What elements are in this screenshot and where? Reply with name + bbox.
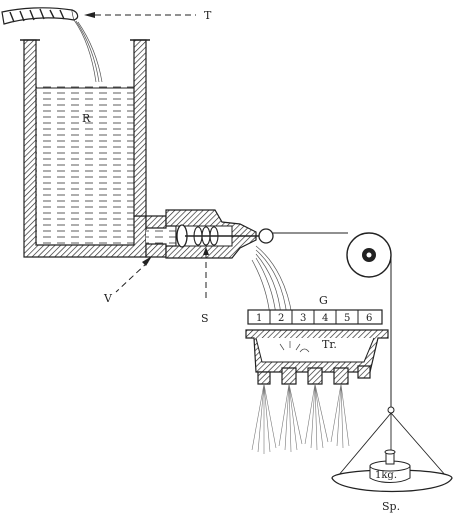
valve-disk — [176, 224, 262, 248]
label-scale-pan: Sp. — [382, 500, 400, 513]
splash — [279, 341, 310, 353]
gauge-scale: 1 2 3 4 5 6 — [247, 309, 383, 325]
inflow-stream — [73, 19, 103, 83]
spring — [193, 226, 219, 246]
tap-arrow — [84, 12, 95, 18]
outlet-pipe — [145, 209, 257, 259]
tap-hose — [1, 7, 79, 25]
reservoir — [20, 39, 150, 258]
pulley — [346, 232, 392, 408]
label-valve: V — [103, 292, 113, 305]
label-tap: T — [204, 9, 212, 22]
label-trough: Tr. — [322, 338, 337, 351]
label-weight: 1kg. — [375, 470, 397, 481]
gauge-number-3: 3 — [300, 313, 306, 324]
valve-leader — [115, 261, 149, 293]
spray-jets — [251, 383, 350, 454]
label-gauge: G — [319, 294, 328, 307]
label-spring: S — [201, 312, 209, 325]
outflow-jet — [251, 245, 293, 317]
label-reservoir: R — [82, 112, 91, 125]
weight-1kg: 1kg. — [369, 449, 411, 483]
gauge-number-4: 4 — [322, 313, 328, 324]
gauge-number-5: 5 — [344, 313, 350, 324]
gauge-number-2: 2 — [278, 313, 284, 324]
trough — [245, 329, 389, 385]
gauge-number-6: 6 — [366, 313, 372, 324]
gauge-number-1: 1 — [256, 313, 262, 324]
cord — [258, 228, 348, 244]
